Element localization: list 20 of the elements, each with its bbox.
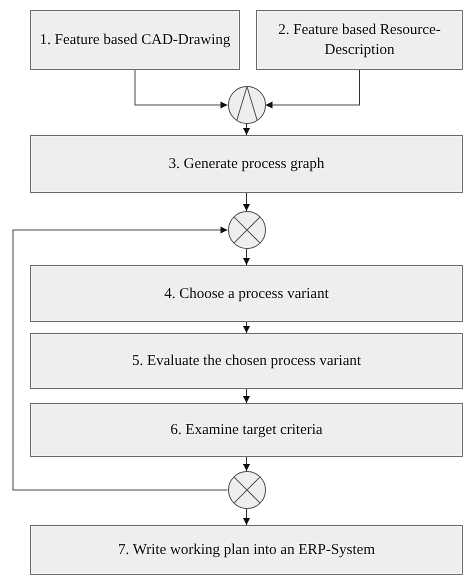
process-box: 3. Generate process graph — [30, 135, 463, 193]
arrow — [243, 192, 250, 212]
process-box: 2. Feature based Resource-Description — [256, 10, 463, 70]
arrow — [12, 226, 228, 490]
process-box: 5. Evaluate the chosen process variant — [30, 333, 463, 389]
process-box: 6. Examine target criteria — [30, 403, 463, 457]
process-box: 7. Write working plan into an ERP-System — [30, 525, 463, 575]
xor-connector — [228, 211, 266, 249]
arrow — [134, 70, 228, 108]
process-box: 4. Choose a process variant — [30, 265, 463, 322]
and-connector — [228, 86, 266, 124]
arrow — [243, 388, 250, 404]
arrow — [243, 508, 250, 526]
process-box: 1. Feature based CAD-Drawing — [30, 10, 240, 70]
arrow — [243, 456, 250, 472]
arrow — [243, 248, 250, 266]
arrow — [265, 70, 360, 108]
arrow — [243, 124, 250, 136]
arrow — [243, 322, 250, 334]
xor-connector — [228, 471, 266, 509]
